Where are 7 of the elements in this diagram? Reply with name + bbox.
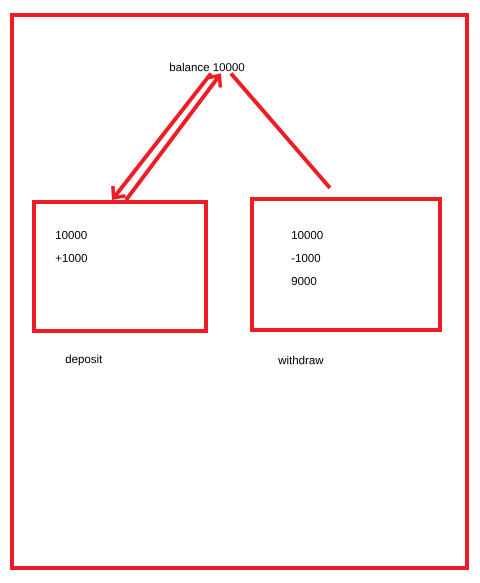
arrow [111, 72, 213, 200]
box-caption: deposit [66, 354, 102, 366]
account-box: 10000 -1000 9000 [250, 197, 442, 332]
account-box: 10000 +1000 [32, 200, 208, 333]
balance-label: balance 10000 [170, 62, 244, 72]
arrow [124, 73, 222, 202]
box-caption: withdraw [278, 356, 324, 364]
